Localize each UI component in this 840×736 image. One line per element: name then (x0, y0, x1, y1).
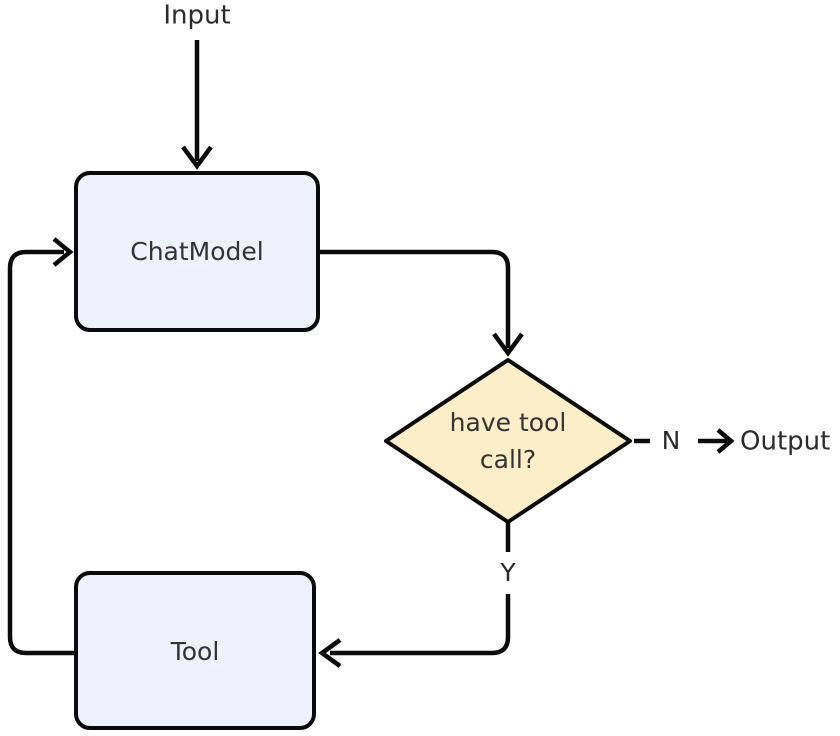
node-chatmodel[interactable]: ChatModel (74, 171, 320, 332)
edge-input-to-chatmodel (181, 40, 213, 170)
edge-decision-to-tool: Y (318, 522, 516, 668)
arrowhead-into-tool-right (318, 638, 342, 668)
arrowhead-into-output (716, 428, 735, 454)
edge-chatmodel-to-decision (318, 249, 524, 357)
node-input: Input (163, 1, 230, 31)
node-decision-have-tool-call[interactable]: have tool call? (384, 358, 632, 524)
edge-tool-to-chatmodel (7, 237, 76, 656)
edge-label-n: N (662, 426, 681, 455)
arrowhead-into-chatmodel-left (52, 237, 74, 267)
node-label-chatmodel: ChatModel (130, 237, 263, 266)
node-tool[interactable]: Tool (74, 571, 316, 730)
node-label-decision-line2: call? (480, 445, 536, 474)
edge-line-chatmodel-decision (318, 249, 511, 348)
edge-line-y-lower (330, 594, 511, 656)
node-label-output: Output (740, 427, 830, 457)
node-label-input: Input (163, 1, 230, 31)
node-label-decision-line1: have tool (450, 408, 567, 437)
arrowhead-into-decision-top (492, 332, 524, 357)
arrowhead-into-chatmodel-top (181, 145, 213, 170)
edge-decision-to-output: N (634, 426, 735, 455)
edge-line-feedback-loop (7, 249, 76, 656)
node-shape-tool[interactable] (74, 571, 316, 730)
node-output: Output (740, 427, 830, 457)
node-label-tool: Tool (170, 637, 220, 666)
node-shape-chatmodel[interactable] (74, 171, 320, 332)
edge-label-y: Y (499, 558, 516, 587)
node-shape-decision[interactable] (384, 358, 632, 524)
